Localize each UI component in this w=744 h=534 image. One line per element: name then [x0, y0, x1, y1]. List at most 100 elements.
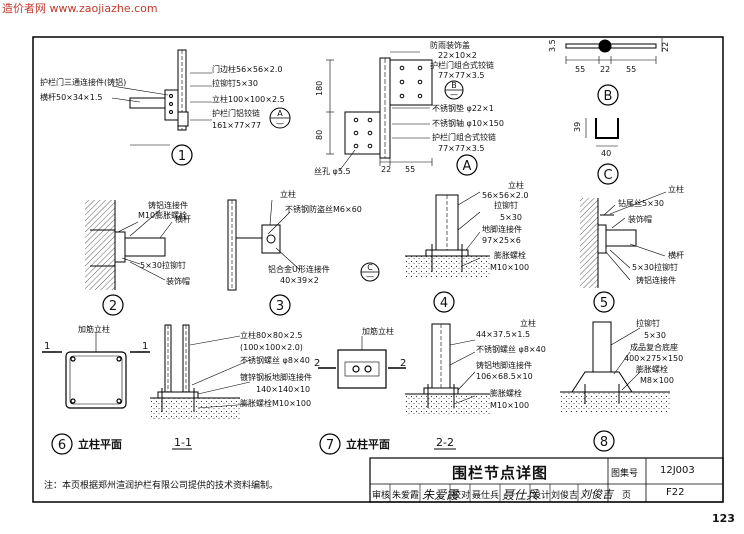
proofer-signature: 聂仕兵 — [502, 488, 539, 502]
d3-number-text: 3 — [276, 299, 284, 314]
db-dim-55a: 55 — [575, 65, 585, 74]
da-dim-80: 80 — [315, 130, 324, 140]
detail-1 — [129, 49, 189, 146]
d6-number: 6 — [51, 433, 73, 455]
page-code: F22 — [666, 487, 685, 498]
d7-cut-left: 2 — [314, 358, 320, 369]
detail-b — [565, 38, 663, 64]
d1-ref-top: A — [277, 109, 283, 118]
footnote: 注：本页根据郑州渲润护栏有限公司提供的技术资料编制。 — [44, 481, 279, 491]
d4-ground — [405, 256, 490, 278]
dc-dim-40: 40 — [601, 149, 611, 158]
s11-label-post: 立柱80×80×2.5 — [240, 330, 303, 340]
d4-label-bolt-dim: M10×100 — [490, 263, 529, 272]
d5-number-text: 5 — [600, 296, 608, 311]
da-ref-top: B — [451, 81, 457, 90]
dc-dim-39: 39 — [573, 122, 582, 132]
d8-label-base: 成品复合底座 — [630, 342, 678, 352]
designer-signature: 刘俊吉 — [580, 488, 613, 501]
d2-number: 2 — [102, 294, 124, 316]
d5-number: 5 — [593, 291, 615, 313]
dc-number-text: C — [603, 168, 612, 183]
s11-ground — [150, 398, 240, 420]
d4-label-post-dim: 56×56×2.0 — [482, 191, 529, 200]
title-block — [369, 457, 724, 503]
d5-label-rivet: 5×30拉铆钉 — [632, 262, 678, 272]
da-dim-180: 180 — [315, 81, 324, 96]
d2-label-bolt: M10膨胀螺栓 — [138, 210, 187, 220]
d6-cut-left: 1 — [44, 341, 50, 352]
db-number-text: B — [604, 89, 613, 104]
d1-label-post: 门边柱56×56×2.0 — [212, 64, 283, 74]
db-dim-22v: 22 — [661, 42, 670, 52]
s11-section: 1-1 — [174, 436, 192, 449]
da-ref-b-symbol: B — — [444, 80, 464, 100]
db-dim-55b: 55 — [626, 65, 636, 74]
d8-label-base-dim: 400×275×150 — [624, 354, 683, 363]
d5-label-post: 立柱 — [668, 184, 684, 194]
s11-label-foot-dim: 140×140×10 — [256, 385, 310, 394]
d3-ref-bot: — — [366, 272, 374, 281]
d3-label-u-dim: 40×39×2 — [280, 276, 319, 285]
db-number: B — [597, 84, 619, 106]
s22-label-foot-dim: 106×68.5×10 — [476, 372, 533, 381]
d1-number-text: 1 — [178, 149, 186, 164]
s11-label-post2: (100×100×2.0) — [240, 343, 303, 352]
d3-ref-top: C — [367, 263, 373, 272]
dc-number: C — [597, 163, 619, 185]
d3-ref-c-symbol: C — — [360, 262, 380, 282]
detail-6-plan — [42, 332, 150, 409]
s22-ground — [405, 394, 490, 416]
da-ref-bot: — — [450, 90, 458, 99]
d1-label-hinge: 护栏门铝铰链 — [212, 108, 260, 118]
da-label-shaft: 不锈钢轴 φ10×150 — [432, 118, 504, 128]
s22-label-bolt-dim: M10×100 — [490, 401, 529, 410]
d5-label-cap: 装饰帽 — [628, 214, 652, 224]
da-label-hole: 丝孔 φ5.5 — [314, 166, 351, 176]
d7-cut-right: 2 — [400, 358, 406, 369]
da-number: A — [456, 154, 478, 176]
s22-label-foot: 铸铝地脚连接件 — [476, 360, 532, 370]
s11-label-screw: 不锈钢螺丝 φ8×40 — [240, 355, 310, 365]
d7-number-text: 7 — [326, 438, 334, 453]
d6-number-text: 6 — [58, 438, 66, 453]
detail-5 — [597, 198, 637, 288]
d3-number: 3 — [269, 294, 291, 316]
d2-label-rail: 横杆 — [175, 214, 191, 224]
d4-number-text: 4 — [440, 296, 448, 311]
d5-label-drill: 钻尾丝5×30 — [618, 198, 664, 208]
d6-label-reinf: 加筋立柱 — [78, 324, 110, 334]
atlas-number: 12J003 — [660, 465, 695, 476]
s22-label-screw: 不锈钢螺丝 φ8×40 — [476, 344, 546, 354]
da-dim-55: 55 — [405, 165, 415, 174]
detail-a — [326, 57, 433, 166]
d5-label-rail: 横杆 — [668, 250, 684, 260]
s22-label-post: 立柱 — [520, 318, 536, 328]
d4-label-foot-dim: 97×25×6 — [482, 236, 521, 245]
d6-cut-right: 1 — [142, 341, 148, 352]
db-dim-22: 22 — [600, 65, 610, 74]
d8-number-text: 8 — [600, 435, 608, 450]
d6-caption: 立柱平面 — [78, 437, 122, 451]
s11-label-foot: 镀锌钢板地脚连接件 — [240, 372, 312, 382]
d4-label-post: 立柱 — [508, 180, 524, 190]
detail-c — [585, 118, 619, 147]
detail-8 — [560, 321, 670, 404]
da-label-hinge: 护栏门组合式铰链 — [430, 60, 494, 70]
da-label-hinge2-dim: 77×77×3.5 — [438, 144, 485, 153]
d1-number: 1 — [171, 144, 193, 166]
da-dim-22: 22 — [381, 165, 391, 174]
d5-label-conn: 铸铝连接件 — [636, 275, 676, 285]
d8-label-rivet: 拉铆钉 — [636, 318, 660, 328]
d8-label-bolt: 膨胀螺栓 — [636, 364, 668, 374]
d8-ground — [560, 392, 670, 412]
d5-wall-hatch — [580, 198, 598, 288]
d4-number: 4 — [433, 291, 455, 313]
section-1-1 — [150, 324, 240, 412]
d4-label-foot: 地脚连接件 — [482, 224, 522, 234]
d2-label-conn: 铸铝连接件 — [148, 200, 188, 210]
da-label-hinge2: 护栏门组合式铰链 — [432, 132, 496, 142]
s22-section: 2-2 — [436, 436, 454, 449]
d2-label-cap: 装饰帽 — [166, 276, 190, 286]
